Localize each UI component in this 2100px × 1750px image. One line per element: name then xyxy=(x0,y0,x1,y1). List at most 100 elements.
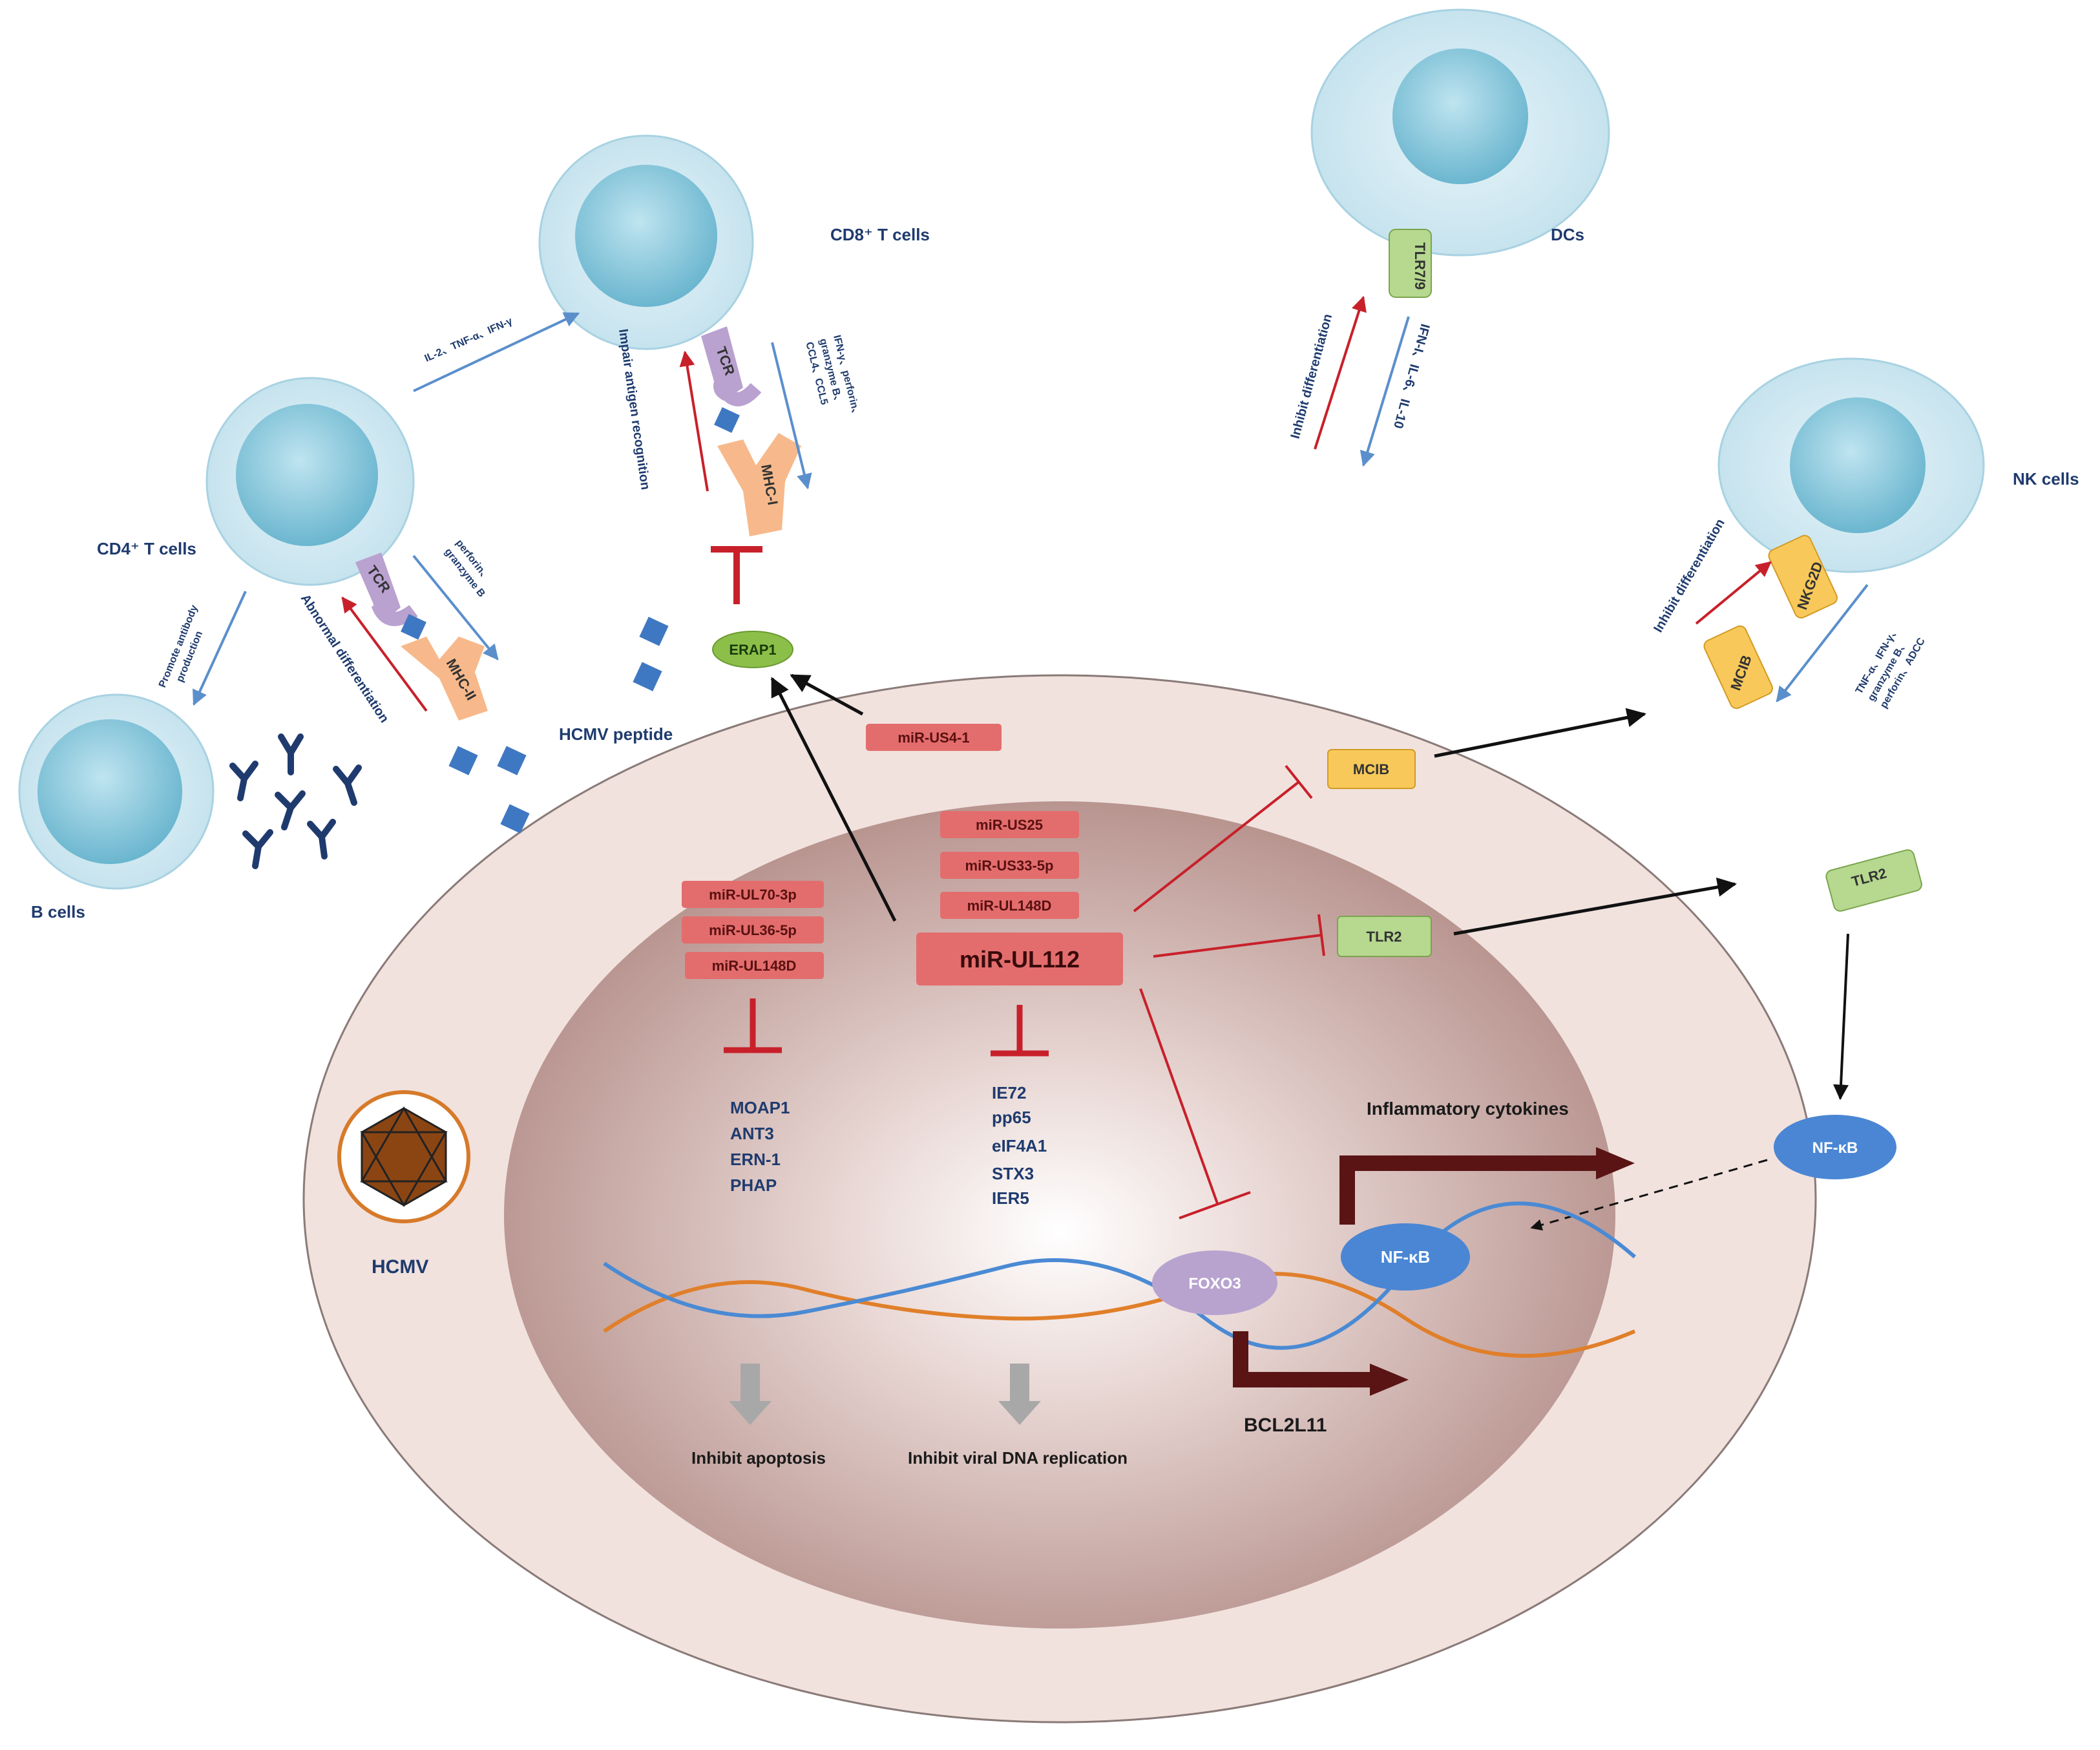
outcome-replication-label: Inhibit viral DNA replication xyxy=(908,1448,1128,1468)
hcmv-peptides xyxy=(448,617,669,834)
cd4-t-cell xyxy=(205,377,415,586)
svg-text:miR-UL36-5p: miR-UL36-5p xyxy=(709,922,797,938)
impair-label: Impair antigen recognition xyxy=(616,328,653,491)
svg-text:TLR7/9: TLR7/9 xyxy=(1412,242,1428,290)
dna-strand-blue xyxy=(603,1201,1636,1350)
peptide xyxy=(714,407,740,433)
mcib-inner: MCIB xyxy=(1327,749,1416,789)
svg-text:miR-US33-5p: miR-US33-5p xyxy=(965,858,1054,874)
outcome-arrow-apoptosis xyxy=(729,1364,772,1425)
host-cell-nucleus xyxy=(504,801,1615,1629)
mir-ul148d-left: miR-UL148D xyxy=(685,952,824,979)
svg-text:miR-UL148D: miR-UL148D xyxy=(712,958,797,974)
mir-ul112: miR-UL112 xyxy=(916,933,1123,986)
mir-ul148d-right: miR-UL148D xyxy=(940,892,1079,919)
hcmv-peptide-label: HCMV peptide xyxy=(559,724,673,744)
mcib-membrane-receptor: MCIB xyxy=(1703,625,1773,710)
peptide xyxy=(401,614,426,640)
svg-text:miR-UL112: miR-UL112 xyxy=(960,946,1080,973)
outcome-arrow-replication xyxy=(998,1364,1041,1425)
dc-inhibit-label: Inhibit differentiation xyxy=(1288,313,1336,441)
nk-effector-label: TNF-α、IFN-γ、 granzyme B、 perforin、ADCC xyxy=(1854,624,1927,710)
arrow-tlr2-nfkb xyxy=(1833,933,1849,1101)
b-cell xyxy=(18,693,215,890)
cd4-effector-label: perforin、 granzyme B xyxy=(443,538,493,599)
cd4-label: CD4⁺ T cells xyxy=(97,539,196,558)
tlr2-inner: TLR2 xyxy=(1337,916,1432,957)
target-gene: eIF4A1 xyxy=(992,1136,1047,1155)
svg-text:ERAP1: ERAP1 xyxy=(729,642,776,658)
arrow-nk-inhibit xyxy=(1695,561,1772,625)
arrow-cd8-effector xyxy=(771,342,812,490)
target-gene: MOAP1 xyxy=(730,1098,790,1117)
foxo3-node: FOXO3 xyxy=(1152,1250,1277,1315)
b-cell-label: B cells xyxy=(31,902,85,922)
targets-left-list: MOAP1 ANT3 ERN-1 PHAP xyxy=(730,1098,790,1195)
nfkb-outer: NF-κB xyxy=(1774,1115,1896,1179)
arrow-cd4-effector xyxy=(412,554,499,660)
cd8-t-cell xyxy=(538,134,754,350)
svg-text:MCIB: MCIB xyxy=(1353,761,1389,777)
arrow-il2 xyxy=(413,312,580,392)
antibody-icons xyxy=(229,733,362,869)
hcmv-virus-icon xyxy=(337,1090,470,1223)
dna-strand-orange xyxy=(603,1272,1636,1358)
erap1-node: ERAP1 xyxy=(712,631,793,668)
arrow-bcl2l11 xyxy=(1233,1331,1370,1387)
mhc2: MHC-II xyxy=(401,637,488,721)
svg-text:miR-US25: miR-US25 xyxy=(976,817,1043,833)
mir-us4-1: miR-US4-1 xyxy=(866,724,1002,751)
svg-text:FOXO3: FOXO3 xyxy=(1188,1275,1241,1292)
svg-text:miR-UL148D: miR-UL148D xyxy=(967,898,1052,914)
outcome-apoptosis-label: Inhibit apoptosis xyxy=(691,1448,826,1468)
nk-inhibit-label: Inhibit differentiation xyxy=(1651,516,1727,635)
arrow-abnormal xyxy=(341,596,428,712)
dendritic-cell xyxy=(1310,8,1610,257)
mir-us25: miR-US25 xyxy=(940,811,1079,838)
tlr2-membrane-receptor: TLR2 xyxy=(1825,849,1922,912)
target-gene: PHAP xyxy=(730,1175,777,1195)
target-gene: IER5 xyxy=(992,1188,1029,1208)
svg-text:NF-κB: NF-κB xyxy=(1381,1247,1431,1267)
arrow-inflammatory-head xyxy=(1596,1147,1635,1179)
arrow-ul112-erap1 xyxy=(770,677,897,922)
cd8-tcr: TCR xyxy=(701,326,762,406)
inflammatory-label: Inflammatory cytokines xyxy=(1367,1099,1569,1119)
arrow-dc-ifn xyxy=(1360,316,1410,467)
inhibit-ul112-tlr2 xyxy=(1153,914,1325,958)
inhibit-ul112-foxo3 xyxy=(1139,988,1251,1219)
dc-label: DCs xyxy=(1551,225,1584,244)
dc-ifn-label: IFN-I、IL-6、IL-10 xyxy=(1391,322,1432,430)
target-gene: pp65 xyxy=(992,1108,1031,1127)
arrow-promote-antibody xyxy=(193,591,247,706)
arrow-nk-effector xyxy=(1776,584,1869,702)
arrow-bcl2l11-head xyxy=(1370,1364,1409,1396)
tlr79-receptor: TLR7/9 xyxy=(1389,229,1432,298)
nkg2d-receptor: NKG2D xyxy=(1768,534,1838,619)
arrow-mcib-nk xyxy=(1434,708,1646,758)
arrow-us4-erap1 xyxy=(790,673,864,716)
nk-cell xyxy=(1717,357,1985,573)
nfkb-inner: NF-κB xyxy=(1341,1223,1470,1291)
target-gene: STX3 xyxy=(992,1164,1034,1183)
svg-text:miR-UL70-3p: miR-UL70-3p xyxy=(709,887,797,903)
inhibit-ul112-mcib xyxy=(1133,764,1313,912)
cd8-label: CD8⁺ T cells xyxy=(830,225,930,244)
bcl2l11-label: BCL2L11 xyxy=(1244,1415,1327,1436)
arrow-impair xyxy=(679,350,709,492)
cd8-effector-label: IFN-γ、perforin、 granzyme B、 CCL4、CCL5 xyxy=(803,334,862,420)
svg-text:TLR2: TLR2 xyxy=(1367,929,1402,945)
inhibit-left xyxy=(724,998,782,1053)
hcmv-label: HCMV xyxy=(372,1256,428,1278)
il2-label: IL-2、TNF-α、IFN-γ xyxy=(423,315,514,364)
svg-text:miR-US4-1: miR-US4-1 xyxy=(898,730,969,746)
arrow-inflammatory xyxy=(1339,1155,1596,1225)
inhibit-mid xyxy=(991,1005,1049,1057)
target-gene: IE72 xyxy=(992,1083,1027,1102)
arrow-dc-inhibit xyxy=(1314,295,1367,450)
mir-ul36-5p: miR-UL36-5p xyxy=(682,916,824,944)
mir-ul70-3p: miR-UL70-3p xyxy=(682,881,824,908)
target-gene: ANT3 xyxy=(730,1124,774,1143)
mhc1: MHC-I xyxy=(717,433,801,536)
